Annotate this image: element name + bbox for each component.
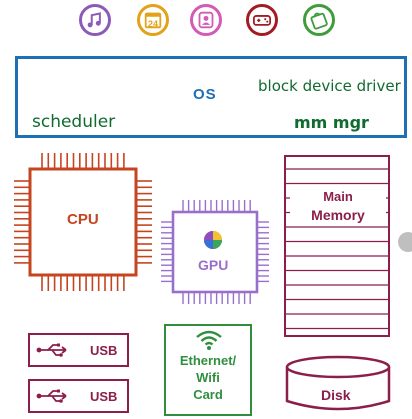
network-card-label: Ethernet/ Wifi Card	[166, 352, 250, 403]
wifi-icon	[196, 330, 222, 350]
os-label: OS	[193, 86, 217, 103]
network-line1: Ethernet/	[179, 353, 237, 368]
offscreen-shape	[398, 232, 412, 252]
calendar-icon	[144, 12, 162, 29]
shopping-bag-icon	[310, 12, 328, 30]
main-memory-box	[284, 155, 390, 337]
os-box	[15, 56, 407, 138]
gpu-label: GPU	[198, 257, 229, 273]
usb-icon	[36, 343, 67, 357]
music-app-icon[interactable]	[79, 4, 111, 36]
contacts-app-icon[interactable]	[190, 4, 222, 36]
calendar-app-icon[interactable]: 24	[137, 4, 169, 36]
calendar-date-label: 24	[147, 19, 158, 29]
shopping-app-icon[interactable]	[303, 4, 335, 36]
game-app-icon[interactable]	[246, 4, 278, 36]
main-memory-label: Main Memory	[290, 188, 386, 224]
contacts-icon	[198, 11, 214, 29]
usb-label-2: USB	[90, 389, 118, 404]
main-memory-line2: Memory	[311, 207, 365, 223]
mm-mgr-note: mm mgr	[294, 113, 369, 132]
music-icon	[87, 12, 101, 28]
main-memory-line1: Main	[323, 189, 353, 204]
usb-icon	[36, 389, 67, 403]
disk-cylinder	[285, 355, 391, 411]
scheduler-note: scheduler	[32, 112, 116, 132]
gpu-color-wheel-icon	[204, 231, 222, 249]
block-device-driver-note: block device driver	[258, 77, 401, 95]
game-controller-icon	[252, 15, 272, 26]
gpu-chip	[161, 200, 269, 304]
cpu-label: CPU	[67, 211, 99, 228]
cpu-chip	[14, 153, 152, 291]
disk-label: Disk	[321, 387, 351, 403]
network-line3: Card	[193, 387, 223, 402]
usb-port-1	[28, 333, 129, 367]
network-line2: Wifi	[196, 370, 220, 385]
usb-port-2	[28, 379, 129, 413]
usb-label-1: USB	[90, 343, 118, 358]
network-card	[164, 324, 252, 416]
